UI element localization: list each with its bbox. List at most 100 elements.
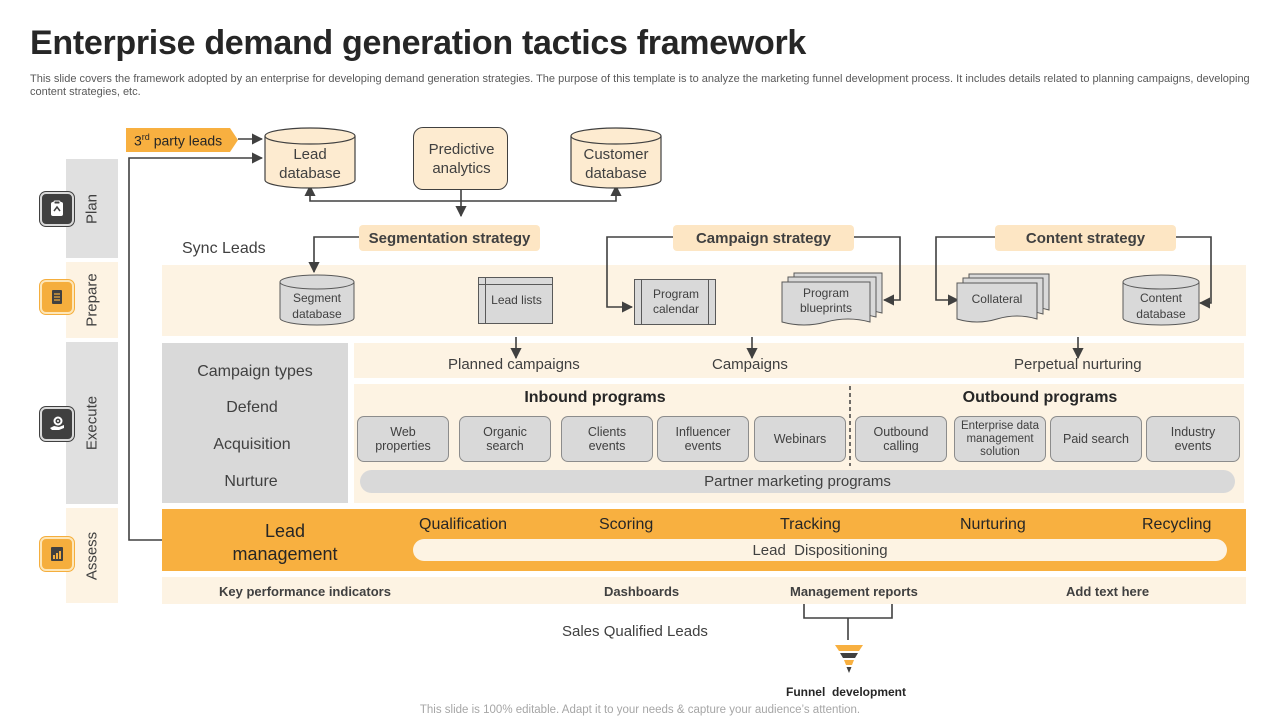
segmentation-strategy-label: Segmentation strategy — [359, 225, 540, 251]
program-calendar-line2: calendar — [652, 302, 700, 316]
collateral-stack: Collateral — [955, 273, 1051, 327]
phase-plan-label: Plan — [83, 193, 101, 224]
stage-recycling: Recycling — [1142, 516, 1212, 533]
page-title: Enterprise demand generation tactics fra… — [30, 24, 807, 62]
lead-management-line2: management — [232, 544, 338, 564]
campaign-strategy-label: Campaign strategy — [673, 225, 854, 251]
program-label: Paid search — [1062, 432, 1129, 446]
predictive-analytics-box: Predictive analytics — [413, 127, 508, 190]
funnel-development-label: Funnel development — [785, 685, 906, 699]
program-label: Influencer — [675, 425, 731, 439]
program-label: Outbound — [873, 425, 929, 439]
program-blueprints-line2: blueprints — [799, 301, 853, 315]
third-party-leads-tag: 3rd party leads — [126, 128, 238, 152]
program-calendar-box: Program calendar — [634, 279, 716, 325]
segment-database-line2: database — [292, 307, 342, 321]
program-label: Clients — [587, 425, 627, 439]
document-list-icon — [40, 280, 74, 314]
content-database-line1: Content — [1139, 291, 1183, 305]
stage-tracking: Tracking — [780, 516, 841, 533]
lead-management-line1: Lead — [264, 521, 306, 541]
lead-database-cylinder: Lead database — [264, 127, 356, 189]
customer-database-cylinder: Customer database — [570, 127, 662, 189]
campaign-type-defend: Defend — [226, 399, 278, 416]
sales-qualified-leads-label: Sales Qualified Leads — [562, 623, 708, 640]
campaign-outcomes-band — [354, 343, 1244, 378]
program-blueprints-line1: Program — [802, 286, 849, 300]
content-strategy-label: Content strategy — [995, 225, 1176, 251]
phase-execute: Execute — [66, 342, 118, 504]
program-organic-search: Organic search — [459, 416, 551, 462]
lead-management-label: Lead management — [200, 520, 370, 566]
segment-database-cylinder: Segment database — [279, 274, 355, 326]
lead-database-line1: Lead — [293, 146, 327, 163]
lead-dispositioning-label: Lead Dispositioning — [752, 541, 888, 559]
kpi-dashboards: Dashboards — [604, 584, 680, 599]
funnel-icon — [834, 643, 864, 675]
predictive-line1: Predictive — [428, 141, 495, 158]
campaign-type-nurture: Nurture — [224, 473, 278, 490]
customer-database-line2: database — [585, 165, 647, 182]
lead-lists-box: Lead lists — [478, 277, 553, 324]
program-label: calling — [883, 439, 919, 453]
program-web-properties: Web properties — [357, 416, 449, 462]
program-enterprise-data-management: Enterprise data management solution — [954, 416, 1046, 462]
program-label: Enterprise data — [961, 419, 1039, 432]
program-label: events — [1174, 439, 1212, 453]
phase-prepare: Prepare — [66, 262, 118, 338]
campaigns-label: Campaigns — [712, 356, 788, 373]
program-outbound-calling: Outbound calling — [855, 416, 947, 462]
phase-plan: Plan — [66, 159, 118, 258]
program-blueprints-stack: Program blueprints — [780, 272, 884, 330]
program-label: Organic search — [483, 425, 527, 453]
program-label: events — [588, 439, 626, 453]
hand-gear-icon — [40, 407, 74, 441]
kpi-add-text-here: Add text here — [1066, 584, 1150, 599]
program-label: management — [966, 432, 1034, 445]
kpi-management-reports: Management reports — [790, 584, 918, 599]
campaign-types-heading: Campaign types — [197, 363, 313, 380]
program-industry-events: Industry events — [1146, 416, 1240, 462]
lead-dispositioning-bar: Lead Dispositioning — [413, 539, 1227, 561]
collateral-label: Collateral — [971, 292, 1023, 306]
stage-scoring: Scoring — [599, 516, 654, 533]
planned-campaigns-label: Planned campaigns — [448, 356, 580, 373]
partner-marketing-bar: Partner marketing programs — [360, 470, 1235, 493]
program-label: Industry — [1170, 425, 1216, 439]
content-database-cylinder: Content database — [1122, 274, 1200, 326]
third-party-sup: rd — [141, 132, 150, 142]
perpetual-nurturing-label: Perpetual nurturing — [1014, 356, 1142, 373]
kpi-key-performance-indicators: Key performance indicators — [219, 584, 391, 599]
lead-database-line2: database — [279, 165, 341, 182]
segment-database-line1: Segment — [292, 291, 342, 305]
program-label: Webinars — [773, 432, 827, 446]
phase-prepare-label: Prepare — [83, 273, 101, 327]
program-calendar-line1: Program — [652, 287, 699, 301]
program-paid-search: Paid search — [1050, 416, 1142, 462]
page-description: This slide covers the framework adopted … — [30, 73, 1250, 98]
program-label: properties — [375, 439, 431, 453]
phase-assess-label: Assess — [83, 531, 101, 580]
program-clients-events: Clients events — [561, 416, 653, 462]
phase-execute-label: Execute — [83, 395, 101, 451]
stage-qualification: Qualification — [419, 516, 508, 533]
program-influencer-events: Influencer events — [657, 416, 749, 462]
partner-marketing-label: Partner marketing programs — [704, 473, 891, 490]
clipboard-icon — [40, 192, 74, 226]
content-database-line2: database — [1136, 307, 1186, 321]
phase-assess: Assess — [66, 508, 118, 603]
campaign-type-acquisition: Acquisition — [213, 436, 291, 453]
program-label: events — [684, 439, 722, 453]
outbound-programs-title: Outbound programs — [962, 389, 1118, 406]
stage-nurturing: Nurturing — [960, 516, 1026, 533]
report-icon — [40, 537, 74, 571]
program-label: Web — [390, 425, 416, 439]
third-party-number: 3 — [134, 132, 142, 149]
inbound-programs-title: Inbound programs — [524, 389, 666, 406]
predictive-line2: analytics — [432, 160, 491, 177]
footer-note: This slide is 100% editable. Adapt it to… — [419, 704, 861, 716]
sync-leads-label: Sync Leads — [182, 240, 266, 257]
kpi-band — [162, 577, 1246, 604]
third-party-label: party leads — [149, 132, 223, 149]
program-label: solution — [980, 445, 1020, 458]
